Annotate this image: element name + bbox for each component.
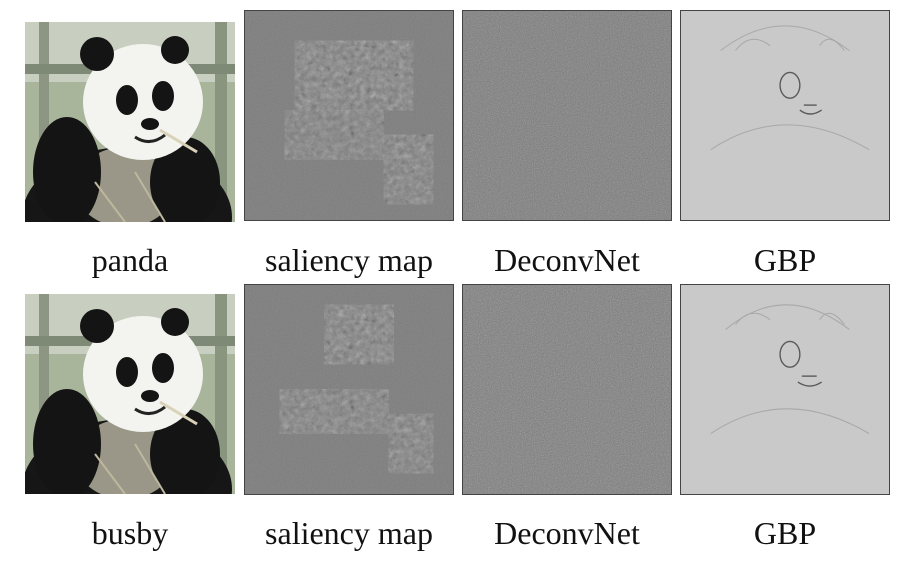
caption-gbp-bottom: GBP [753, 515, 817, 551]
deconvnet-map-bottom [462, 284, 672, 495]
caption-saliency-map-top: saliency map [265, 242, 433, 278]
saliency-noise-map-icon [245, 11, 453, 220]
caption-deconvnet-top: DeconvNet [494, 242, 640, 278]
panda-photo-icon [25, 22, 235, 222]
saliency-noise-map-icon [245, 285, 453, 494]
deconvnet-map-top [462, 10, 672, 221]
panda-photo-bottom [25, 294, 235, 494]
gbp-map-bottom [680, 284, 890, 495]
gbp-outline-map-icon [681, 11, 889, 220]
gbp-map-top [680, 10, 890, 221]
caption-panda: panda [91, 242, 169, 278]
caption-gbp-top: GBP [753, 242, 817, 278]
caption-saliency-map-bottom: saliency map [265, 515, 433, 551]
deconvnet-noise-map-icon [463, 11, 671, 220]
panda-photo-top [25, 22, 235, 222]
caption-deconvnet-bottom: DeconvNet [494, 515, 640, 551]
saliency-map-bottom [244, 284, 454, 495]
caption-busby: busby [91, 515, 169, 551]
saliency-map-top [244, 10, 454, 221]
panda-photo-icon [25, 294, 235, 494]
gbp-outline-map-icon [681, 285, 889, 494]
deconvnet-noise-map-icon [463, 285, 671, 494]
